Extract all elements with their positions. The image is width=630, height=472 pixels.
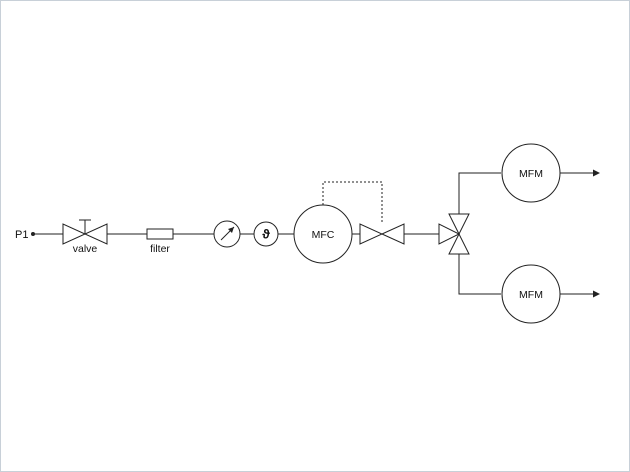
- filter-icon: [146, 228, 174, 240]
- control-valve-icon: [359, 223, 405, 245]
- mfm-top-label: MFM: [519, 168, 543, 180]
- three-way-valve-icon: [438, 213, 470, 255]
- filter-label: filter: [150, 243, 170, 255]
- manual-valve-icon: [62, 219, 108, 245]
- thermometer-symbol: ϑ: [262, 226, 270, 241]
- valve-label: valve: [73, 243, 98, 255]
- mfm-bottom-label: MFM: [519, 289, 543, 301]
- arrow-right-icon: [593, 290, 600, 298]
- arrow-right-icon: [593, 169, 600, 177]
- inlet-label: P1: [15, 229, 28, 241]
- control-signal-line: [322, 181, 383, 224]
- pipe-branch-bottom: [458, 254, 501, 295]
- mfc-label: MFC: [312, 229, 335, 241]
- pressure-gauge-icon: [213, 220, 241, 248]
- pipe-branch-top: [458, 172, 501, 214]
